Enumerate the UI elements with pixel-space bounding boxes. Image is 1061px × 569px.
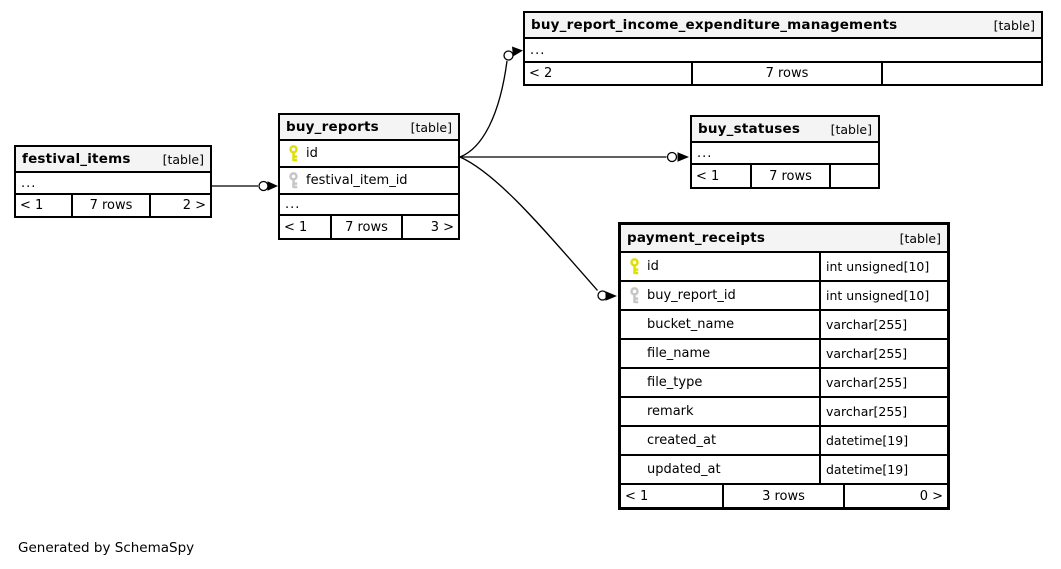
column-row-remark: remark varchar[255] xyxy=(621,398,947,427)
primary-key-icon xyxy=(288,145,298,162)
table-type-tag: [table] xyxy=(830,121,872,137)
column-name: file_name xyxy=(647,346,711,361)
table-footer: < 2 7 rows xyxy=(525,63,1041,84)
table-header: payment_receipts [table] xyxy=(621,225,947,253)
column-type: int unsigned[10] xyxy=(826,288,930,303)
generated-by-note: Generated by SchemaSpy xyxy=(18,540,195,556)
parent-relations: < 1 xyxy=(692,165,752,187)
relation-buy-reports-buy-statuses xyxy=(460,151,689,163)
column-type: varchar[255] xyxy=(826,375,908,390)
column-name: file_type xyxy=(647,375,703,390)
column-row-file-type: file_type varchar[255] xyxy=(621,369,947,398)
table-footer: < 1 3 rows 0 > xyxy=(621,485,947,507)
table-footer: < 1 7 rows 2 > xyxy=(16,195,210,216)
row-count: 7 rows xyxy=(752,165,831,187)
column-type: datetime[19] xyxy=(826,462,909,477)
ellipsis-row: ... xyxy=(280,195,458,216)
child-relations: 2 > xyxy=(182,198,206,213)
column-row-file-name: file_name varchar[255] xyxy=(621,340,947,369)
table-payment-receipts[interactable]: payment_receipts [table] id i xyxy=(618,222,950,510)
column-row-buy-report-id: buy_report_id int unsigned[10] xyxy=(621,282,947,311)
table-type-tag: [table] xyxy=(993,17,1035,33)
table-header: buy_reports [table] xyxy=(280,115,458,141)
relation-festival-items-buy-reports xyxy=(212,180,278,192)
row-count: 7 rows xyxy=(332,216,403,238)
parent-relations: < 1 xyxy=(16,195,73,216)
table-type-tag: [table] xyxy=(899,230,941,246)
relation-buy-reports-payment-receipts xyxy=(459,156,617,301)
column-name: buy_report_id xyxy=(647,288,736,303)
column-name: remark xyxy=(647,404,694,419)
table-header: buy_report_income_expenditure_management… xyxy=(525,13,1041,39)
column-row-id: id int unsigned[10] xyxy=(621,253,947,282)
table-name: buy_reports xyxy=(286,119,379,135)
column-type: varchar[255] xyxy=(826,317,908,332)
ellipsis-row: ... xyxy=(525,39,1041,63)
row-count: 7 rows xyxy=(73,195,151,216)
column-row-created-at: created_at datetime[19] xyxy=(621,427,947,456)
zero-one-circle-icon xyxy=(503,50,514,61)
child-relations: 0 > xyxy=(919,488,943,504)
column-row-festival-item-id: festival_item_id xyxy=(280,168,458,195)
arrowhead-icon xyxy=(605,291,617,301)
column-name: updated_at xyxy=(647,462,721,477)
row-count: 7 rows xyxy=(693,63,883,84)
zero-one-circle-icon xyxy=(258,180,269,192)
column-row-bucket-name: bucket_name varchar[255] xyxy=(621,311,947,340)
column-row-updated-at: updated_at datetime[19] xyxy=(621,456,947,485)
table-buy-report-income-expenditure-managements[interactable]: buy_report_income_expenditure_management… xyxy=(523,11,1043,86)
column-name: festival_item_id xyxy=(306,173,408,188)
zero-one-circle-icon xyxy=(666,151,678,163)
table-festival-items[interactable]: festival_items [table] ... < 1 7 rows 2 … xyxy=(14,145,212,218)
parent-relations: < 1 xyxy=(280,216,332,238)
column-name: id xyxy=(306,146,318,161)
primary-key-icon xyxy=(629,258,639,275)
ellipsis-row: ... xyxy=(692,143,878,165)
column-name: bucket_name xyxy=(647,317,735,332)
column-type: datetime[19] xyxy=(826,433,909,448)
arrowhead-icon xyxy=(677,152,689,162)
column-type: varchar[255] xyxy=(826,346,908,361)
ellipsis-row: ... xyxy=(16,173,210,195)
column-type: int unsigned[10] xyxy=(826,259,930,274)
table-header: festival_items [table] xyxy=(16,147,210,173)
column-name: created_at xyxy=(647,433,717,448)
zero-one-circle-icon xyxy=(597,290,608,301)
row-count: 3 rows xyxy=(724,485,845,507)
column-name: id xyxy=(647,259,659,274)
table-header: buy_statuses [table] xyxy=(692,117,878,143)
table-buy-statuses[interactable]: buy_statuses [table] ... < 1 7 rows xyxy=(690,115,880,189)
relation-buy-reports-birem xyxy=(459,46,523,158)
foreign-key-icon xyxy=(629,287,639,304)
table-footer: < 1 7 rows 3 > xyxy=(280,216,458,238)
table-buy-reports[interactable]: buy_reports [table] id xyxy=(278,113,460,240)
child-relations xyxy=(831,165,878,187)
table-name: buy_report_income_expenditure_management… xyxy=(531,17,898,33)
table-type-tag: [table] xyxy=(162,151,204,167)
parent-relations: < 2 xyxy=(525,63,693,84)
arrowhead-icon xyxy=(512,46,523,57)
table-name: buy_statuses xyxy=(698,121,801,137)
table-name: payment_receipts xyxy=(627,230,766,246)
column-type: varchar[255] xyxy=(826,404,908,419)
table-footer: < 1 7 rows xyxy=(692,165,878,187)
arrowhead-icon xyxy=(267,181,278,191)
child-relations: 3 > xyxy=(430,219,454,235)
table-type-tag: [table] xyxy=(410,119,452,135)
child-relations xyxy=(883,63,1041,84)
column-row-id: id xyxy=(280,141,458,168)
table-name: festival_items xyxy=(22,151,131,167)
parent-relations: < 1 xyxy=(621,485,724,507)
foreign-key-icon xyxy=(288,172,298,189)
